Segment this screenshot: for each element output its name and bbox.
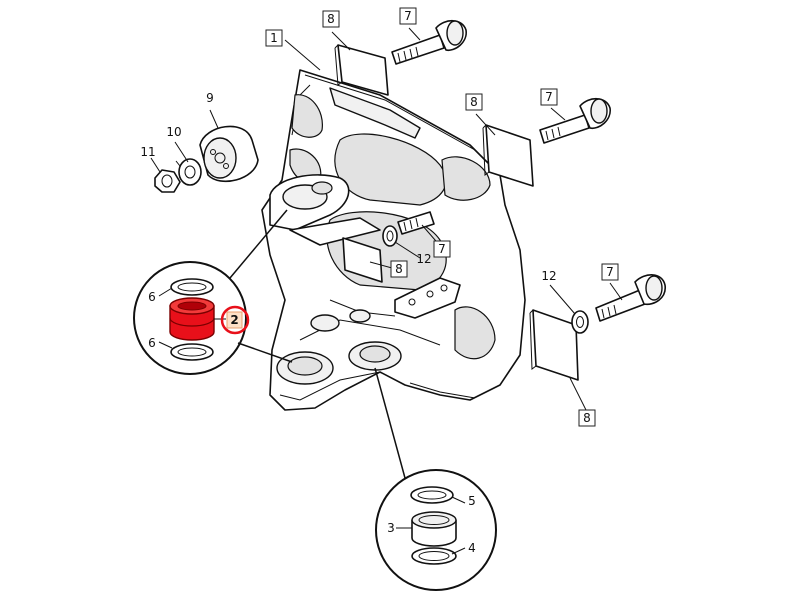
seal-ring-lower[interactable] bbox=[170, 343, 214, 361]
washer-center[interactable] bbox=[382, 225, 398, 247]
callout-6-upper: 6 bbox=[148, 290, 156, 304]
sleeve-bushing[interactable] bbox=[411, 511, 457, 547]
spacer-plate-right-upper[interactable] bbox=[482, 124, 534, 187]
svg-text:7: 7 bbox=[438, 242, 446, 256]
washer-right[interactable] bbox=[571, 310, 589, 334]
callout-8-right-lower: 8 bbox=[578, 409, 596, 427]
svg-text:5: 5 bbox=[468, 494, 476, 508]
mounting-plate[interactable] bbox=[394, 277, 461, 319]
callout-8-top: 8 bbox=[322, 10, 340, 28]
svg-text:8: 8 bbox=[583, 411, 591, 425]
svg-text:7: 7 bbox=[404, 9, 412, 23]
bolt-right-lower[interactable] bbox=[595, 274, 666, 322]
svg-text:8: 8 bbox=[470, 95, 478, 109]
callout-7-center: 7 bbox=[433, 240, 451, 258]
callout-4: 4 bbox=[468, 541, 476, 555]
svg-text:7: 7 bbox=[606, 265, 614, 279]
hex-nut[interactable] bbox=[154, 169, 181, 193]
callout-7-right-upper: 7 bbox=[540, 88, 558, 106]
svg-text:12: 12 bbox=[541, 269, 556, 283]
svg-text:6: 6 bbox=[148, 336, 156, 350]
svg-text:12: 12 bbox=[416, 252, 431, 266]
spacer-plate-top[interactable] bbox=[334, 44, 389, 96]
callout-9: 9 bbox=[206, 91, 214, 105]
svg-text:1: 1 bbox=[270, 31, 278, 45]
svg-text:10: 10 bbox=[166, 125, 181, 139]
bolt-right-upper[interactable] bbox=[539, 97, 611, 144]
callout-1: 1 bbox=[265, 29, 283, 47]
callout-6-lower: 6 bbox=[148, 336, 156, 350]
callout-8-center: 8 bbox=[390, 260, 408, 278]
callout-7-top: 7 bbox=[399, 7, 417, 25]
upper-pivot-arm[interactable] bbox=[269, 174, 381, 246]
callout-12-right: 12 bbox=[541, 269, 556, 283]
svg-text:11: 11 bbox=[140, 145, 155, 159]
svg-text:3: 3 bbox=[387, 521, 395, 535]
svg-text:9: 9 bbox=[206, 91, 214, 105]
callout-2-highlighted[interactable]: 2 bbox=[220, 305, 250, 335]
svg-text:2: 2 bbox=[230, 313, 238, 327]
sleeve-ring-top[interactable] bbox=[410, 486, 454, 504]
lock-washer[interactable] bbox=[175, 158, 202, 186]
bolt-top[interactable] bbox=[391, 19, 467, 65]
spacer-plate-center[interactable] bbox=[342, 237, 383, 283]
svg-text:8: 8 bbox=[327, 12, 335, 26]
callout-3: 3 bbox=[387, 521, 395, 535]
spacer-plate-right-lower[interactable] bbox=[529, 309, 579, 381]
callout-12-center: 12 bbox=[416, 252, 431, 266]
svg-text:6: 6 bbox=[148, 290, 156, 304]
callout-8-right-upper: 8 bbox=[465, 93, 483, 111]
callout-7-right-lower: 7 bbox=[601, 263, 619, 281]
bushing-highlighted[interactable] bbox=[169, 297, 215, 341]
svg-text:7: 7 bbox=[545, 90, 553, 104]
bolt-center[interactable] bbox=[397, 211, 435, 235]
callout-10: 10 bbox=[166, 125, 181, 139]
end-cap[interactable] bbox=[199, 125, 259, 183]
svg-text:4: 4 bbox=[468, 541, 476, 555]
sleeve-ring-bottom[interactable] bbox=[411, 547, 457, 565]
svg-text:8: 8 bbox=[395, 262, 403, 276]
seal-ring-upper[interactable] bbox=[170, 278, 214, 296]
callout-5: 5 bbox=[468, 494, 476, 508]
callout-11: 11 bbox=[140, 145, 155, 159]
